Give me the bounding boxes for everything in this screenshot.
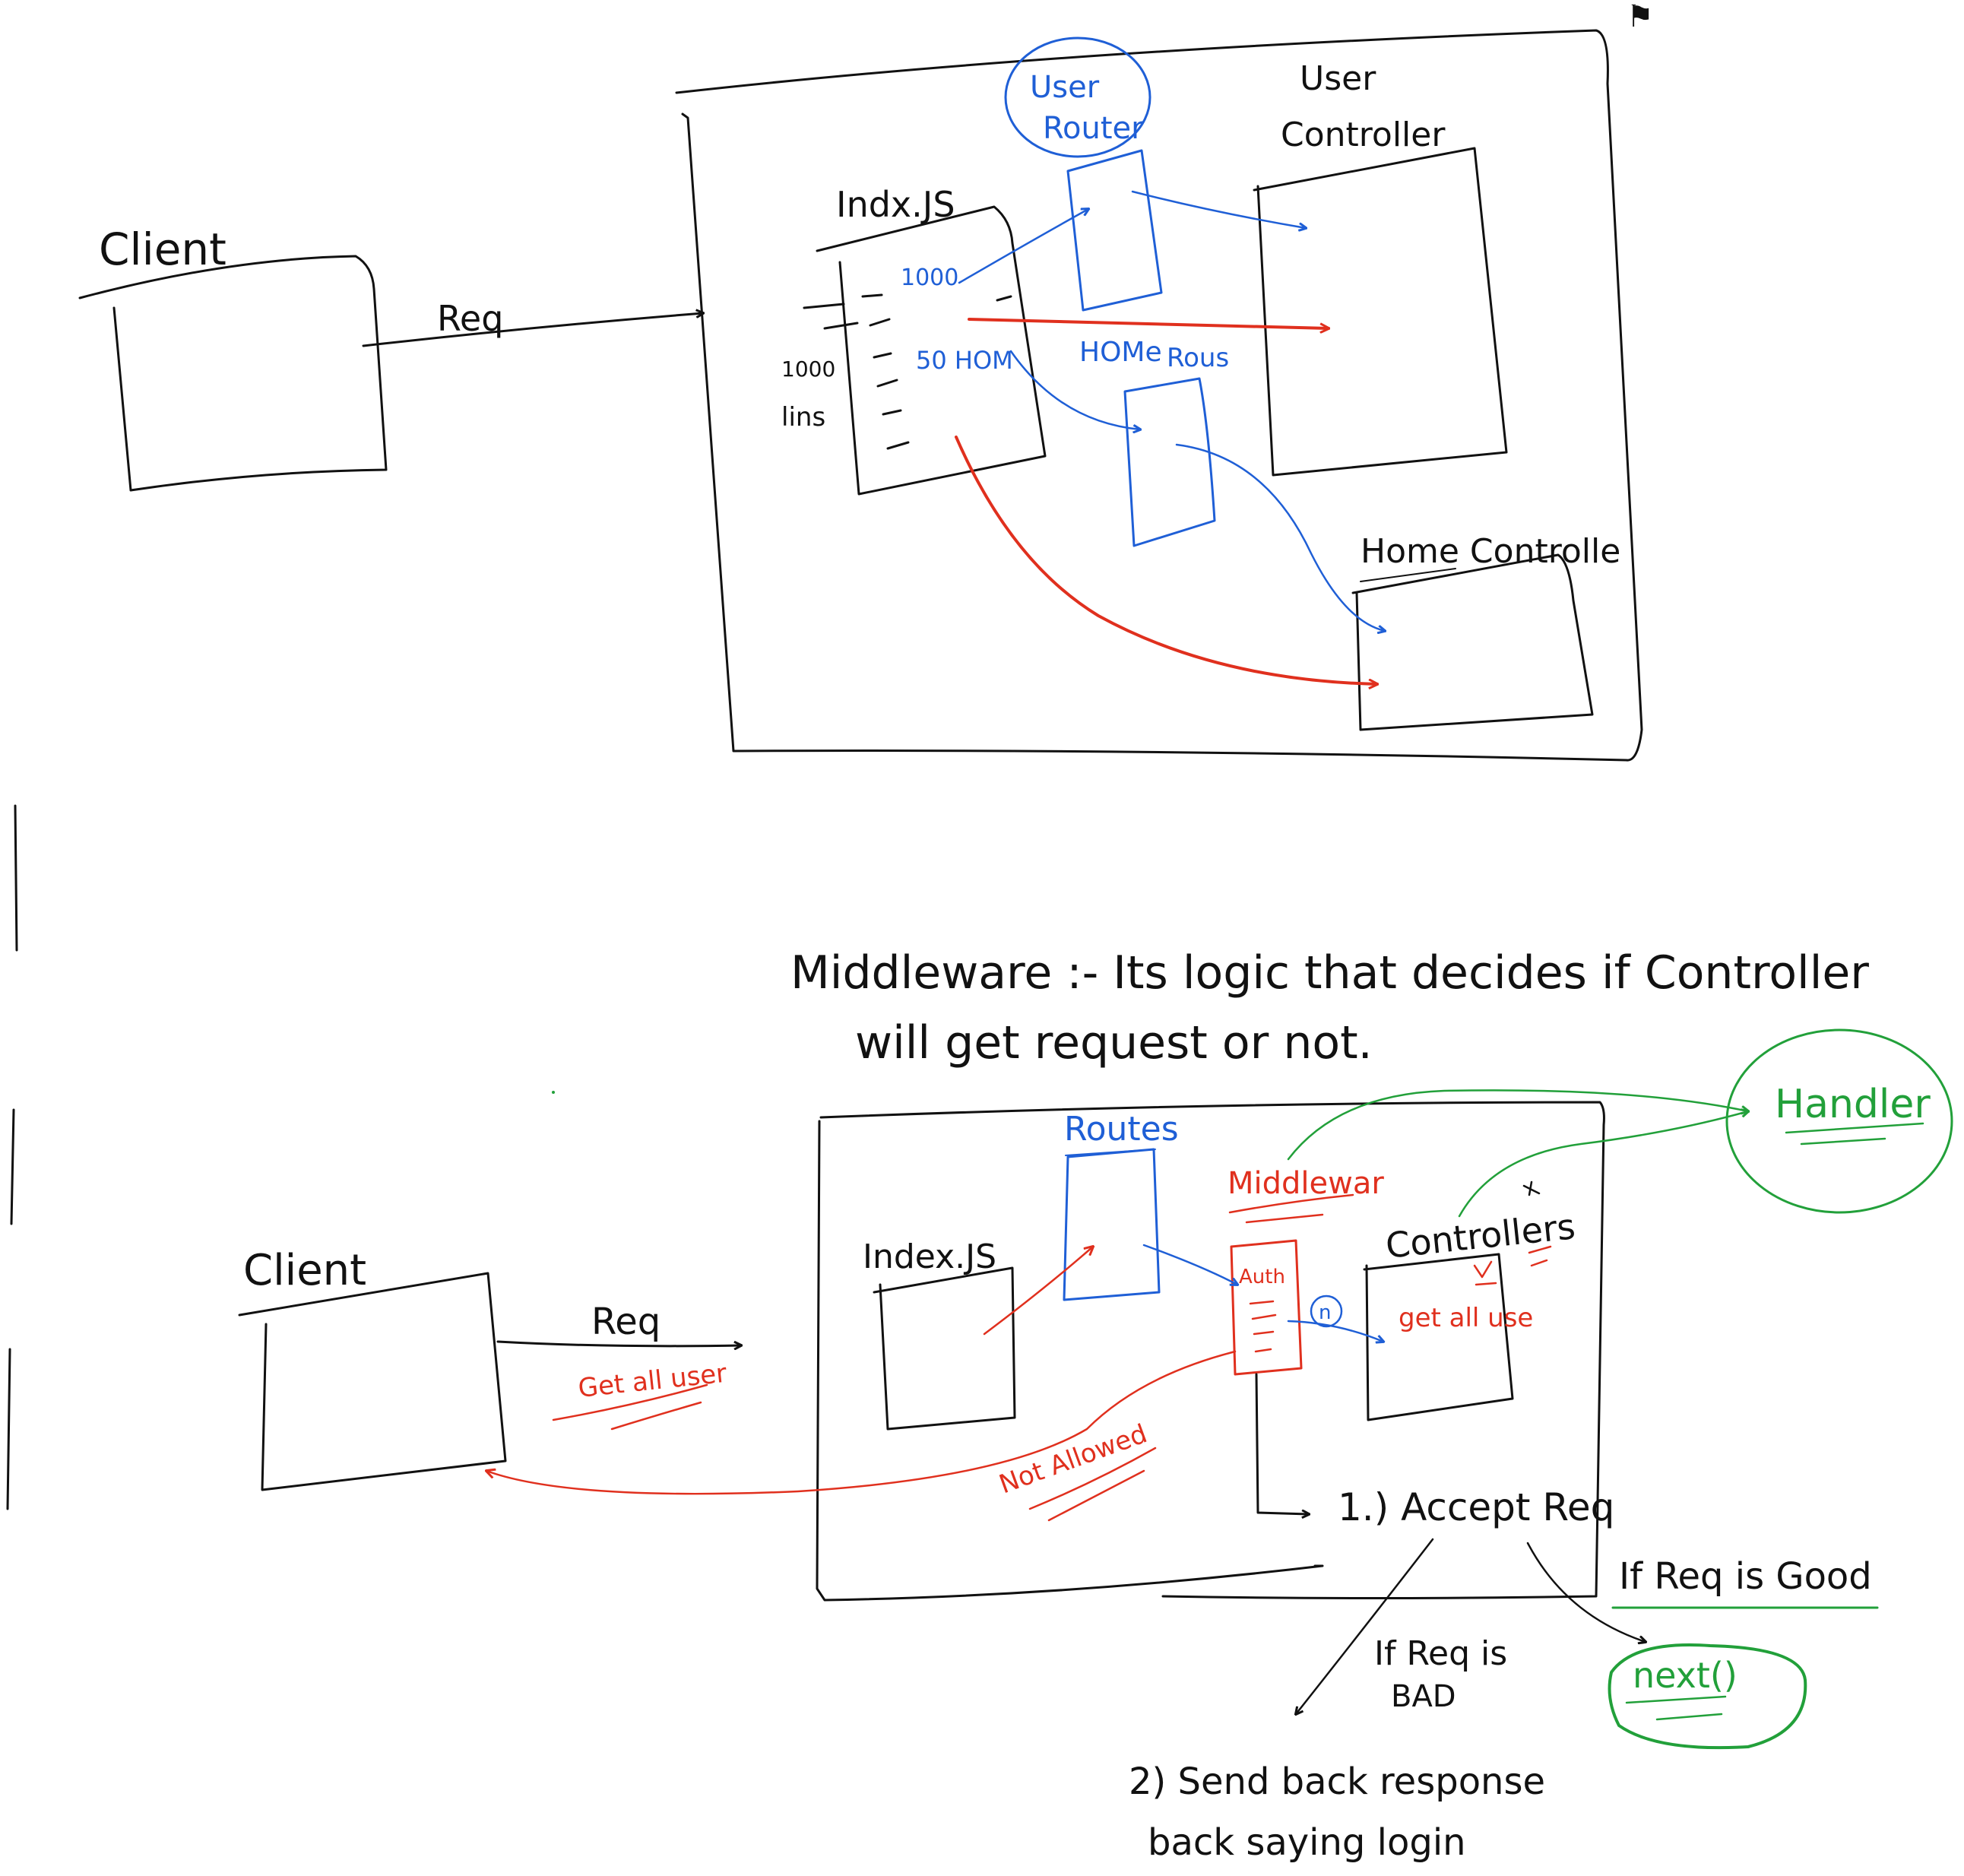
bottom-arrow-middleware-to-handler [1287,1089,1748,1161]
bottom-arrow-index-to-routes [983,1247,1093,1336]
top-arrow-index-to-home-routes [1009,350,1140,429]
bottom-arrow-controllers-to-handler [1458,1111,1748,1218]
bottom-next-bubble [1608,1643,1807,1750]
bottom-arrow-routes-to-middleware [1142,1244,1237,1285]
top-user-router-box [1066,149,1163,312]
top-routes-count-2: 50 HOM [916,346,1013,375]
top-arrow-user-router-to-controller [1131,190,1306,228]
bottom-next-marker-circle [1310,1295,1343,1328]
bottom-controllers-marks [1473,1245,1552,1286]
top-client-box [78,255,388,492]
bottom-routes-box [1063,1148,1161,1301]
top-home-routes-label-1: HOMe [1079,337,1162,368]
top-user-router-cloud [1004,36,1151,158]
bottom-arrow-accept-to-good [1526,1542,1646,1642]
bottom-not-allowed-label: Not Allowed [995,1418,1151,1500]
top-left-note-2: lins [781,402,825,433]
bottom-req-label: Req [591,1301,660,1343]
top-user-router-label-1: User [1030,70,1100,105]
top-req-label: Req [437,298,503,339]
definition-line-2: will get request or not. [855,1016,1373,1070]
top-index-route-ticks [803,293,1012,450]
bottom-client-box [238,1272,507,1491]
bottom-not-allowed-underline [1028,1447,1157,1522]
bottom-send-back-line-2: back saying login [1148,1821,1466,1864]
top-user-controller-label-2: Controller [1281,116,1446,154]
bottom-if-good-label: If Req is Good [1619,1555,1872,1598]
top-arrow-index-to-user-router [958,209,1088,284]
bottom-next-underline [1625,1695,1727,1721]
top-home-controller-underline [1360,568,1456,582]
bottom-routes-label: Routes [1064,1110,1179,1149]
bottom-req-note: Get all user [577,1358,728,1404]
stray-dot [552,1091,555,1094]
bottom-auth-label: Auth [1239,1266,1285,1288]
bottom-next-label: next() [1633,1655,1738,1696]
bottom-send-back-line-1: 2) Send back response [1129,1760,1545,1803]
bottom-client-label: Client [243,1246,366,1295]
bottom-controllers-box [1363,1253,1514,1421]
bottom-middleware-label: Middlewar [1228,1166,1384,1201]
bottom-arrow-middleware-to-controllers [1287,1320,1383,1342]
bottom-middleware-ticks [1249,1300,1277,1353]
top-home-routes-box [1123,377,1216,547]
top-req-arrow [362,313,703,347]
margin-strokes [6,804,18,1510]
top-arrow-direct-user-controller [968,318,1329,328]
corner-mark: ⚑ [1627,0,1654,34]
top-index-box [816,205,1047,496]
bottom-arrow-middleware-down [1255,1373,1309,1514]
top-home-routes-label-2: Rous [1167,343,1229,373]
top-left-note-1: 1000 [781,357,835,382]
top-user-controller-box [1253,147,1508,477]
bottom-handler-circle [1725,1028,1953,1214]
bottom-get-all-label: get all use [1399,1303,1533,1333]
bottom-diagram: Client Req Get all user Index.JS Routes … [238,1028,1953,1864]
bottom-arrow-accept-to-bad [1296,1538,1434,1714]
top-arrow-direct-home-controller [955,436,1377,684]
bottom-next-marker: n [1319,1301,1331,1324]
bottom-handler-label: Handler [1775,1082,1931,1127]
bottom-req-arrow [496,1340,741,1346]
bottom-index-box [873,1266,1016,1431]
top-user-router-label-2: Router [1043,111,1144,146]
bottom-server-box [816,1101,1605,1602]
top-home-controller-label: Home Controlle [1361,532,1620,571]
top-client-label: Client [99,223,226,275]
top-home-controller-box [1351,553,1594,731]
bottom-middleware-box [1230,1239,1303,1376]
bottom-controllers-pin [1522,1180,1541,1196]
top-diagram: Client Req ⚑ Indx.JS 1000 lins 1000 50 H… [78,0,1654,762]
top-arrow-home-routes-to-controller [1175,443,1385,631]
bottom-middleware-underline [1228,1193,1354,1224]
top-user-controller-label-1: User [1300,59,1376,98]
bottom-handler-underline [1785,1122,1924,1146]
bottom-if-bad-label-2: BAD [1391,1679,1456,1714]
bottom-req-note-underline [552,1383,708,1431]
top-routes-count-1: 1000 [901,265,958,291]
bottom-arrow-not-allowed [486,1350,1237,1495]
bottom-index-label: Index.JS [863,1237,996,1276]
top-server-box [675,29,1643,762]
top-index-label: Indx.JS [836,184,955,225]
bottom-if-bad-label-1: If Req is [1374,1634,1507,1673]
bottom-accept-label: 1.) Accept Req [1338,1485,1614,1529]
definition-line-1: Middleware :- Its logic that decides if … [790,946,1869,1000]
